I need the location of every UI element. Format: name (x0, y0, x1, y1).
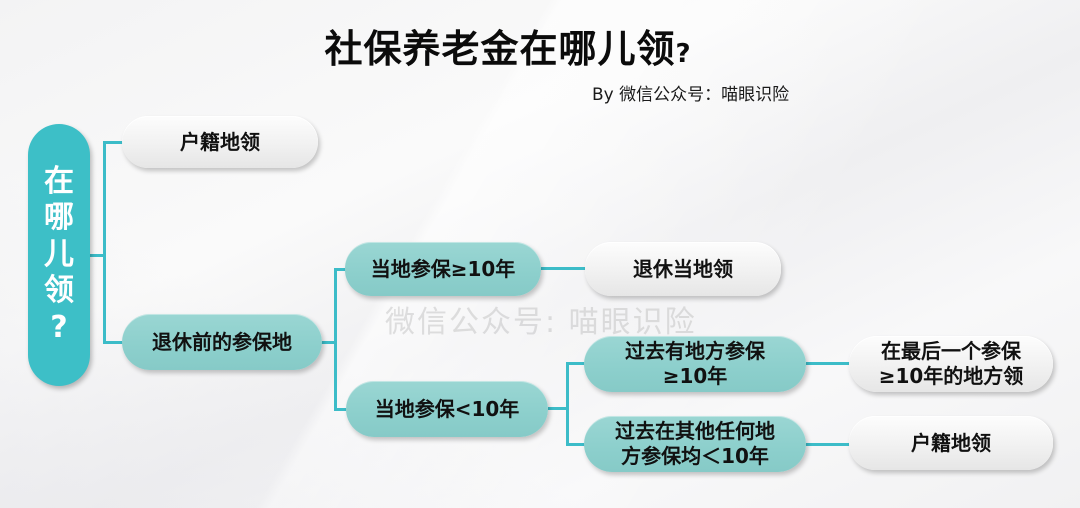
node-household-registration: 户籍地领 (122, 116, 318, 168)
node-label-line1: 过去有地方参保 (625, 339, 765, 363)
byline: By 微信公众号：喵眼识险 (592, 85, 790, 105)
node-local-ge-10: 当地参保≥10年 (345, 242, 541, 296)
node-insured-place-before-retirement: 退休前的参保地 (122, 314, 322, 370)
connector (541, 267, 586, 270)
node-label: 户籍地领 (911, 431, 991, 455)
node-label-line2: ≥10年的地方领 (878, 364, 1024, 388)
connector (566, 443, 586, 446)
root-char: 在 (44, 163, 74, 199)
node-label: 退休当地领 (633, 257, 733, 281)
connector (320, 341, 336, 344)
root-node: 在 哪 儿 领 ? (28, 124, 90, 386)
title-question-mark: ? (675, 39, 692, 69)
node-last-ge-10-place: 在最后一个参保 ≥10年的地方领 (849, 336, 1053, 392)
connector (334, 268, 346, 271)
connector (548, 407, 568, 410)
root-char: 领 (44, 273, 74, 309)
connector (103, 141, 106, 343)
root-char: ? (50, 309, 68, 345)
connector (334, 268, 337, 410)
node-past-ge-10: 过去有地方参保 ≥10年 (584, 336, 806, 392)
node-past-all-lt-10: 过去在其他任何地 方参保均＜10年 (584, 416, 806, 472)
node-label: 退休前的参保地 (152, 330, 292, 354)
page-title: 社保养老金在哪儿领? (0, 18, 1016, 73)
node-label-line1: 过去在其他任何地 (615, 419, 775, 443)
node-label: 当地参保<10年 (374, 397, 520, 421)
connector (334, 408, 346, 411)
node-label-line2: ≥10年 (662, 364, 728, 388)
root-char: 儿 (44, 236, 74, 272)
node-household-registration-2: 户籍地领 (849, 416, 1053, 470)
connector (806, 443, 850, 446)
connector (90, 254, 104, 257)
connector (806, 362, 850, 365)
connector (103, 141, 123, 144)
node-label: 户籍地领 (180, 130, 260, 154)
node-local-lt-10: 当地参保<10年 (346, 381, 548, 437)
node-label: 当地参保≥10年 (370, 257, 516, 281)
title-text: 社保养老金在哪儿领 (324, 27, 676, 71)
node-retire-local: 退休当地领 (585, 242, 781, 296)
root-char: 哪 (44, 200, 74, 236)
node-label-line1: 在最后一个参保 (881, 339, 1021, 363)
node-label-line2: 方参保均＜10年 (621, 444, 769, 468)
connector (566, 362, 569, 446)
watermark: 微信公众号: 喵眼识险 (385, 305, 697, 340)
connector (103, 341, 123, 344)
connector (566, 362, 586, 365)
